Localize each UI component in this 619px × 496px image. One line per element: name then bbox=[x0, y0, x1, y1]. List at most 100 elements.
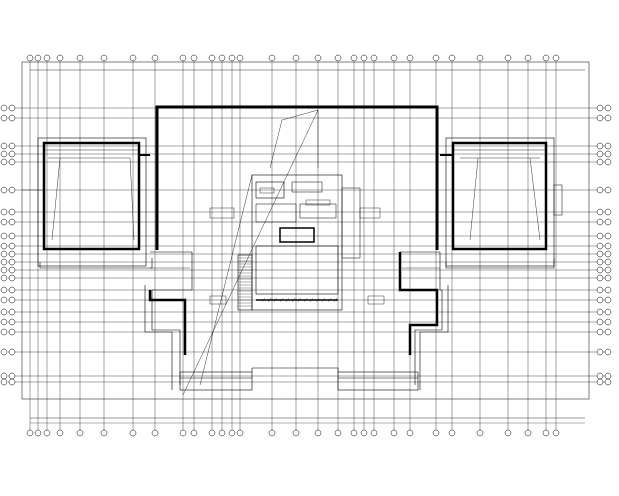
left-wing-walls bbox=[22, 137, 153, 269]
grid-bubble-top bbox=[218, 54, 226, 62]
grid-bubble-left bbox=[0, 250, 8, 258]
grid-bubble-left bbox=[0, 348, 8, 356]
grid-bubble-left bbox=[8, 158, 16, 166]
grid-bubble-right bbox=[596, 218, 604, 226]
grid-bubble-bottom bbox=[448, 429, 456, 437]
grid-bubble-right bbox=[604, 372, 612, 380]
sheet-border bbox=[21, 61, 590, 400]
grid-bubble-left bbox=[8, 104, 16, 112]
grid-bubble-bottom bbox=[552, 429, 560, 437]
grid-bubble-bottom bbox=[179, 429, 187, 437]
grid-bubble-right bbox=[596, 158, 604, 166]
grid-bubble-right bbox=[604, 158, 612, 166]
grid-bubble-right bbox=[596, 250, 604, 258]
grid-bubble-bottom bbox=[504, 429, 512, 437]
grid-bubble-top bbox=[552, 54, 560, 62]
grid-bubble-left bbox=[8, 328, 16, 336]
grid-bubble-left bbox=[8, 150, 16, 158]
top-grid-bubbles bbox=[26, 54, 560, 62]
grid-bubble-top bbox=[542, 54, 550, 62]
grid-bubble-top bbox=[292, 54, 300, 62]
grid-bubble-left bbox=[0, 372, 8, 380]
grid-bubble-bottom bbox=[228, 429, 236, 437]
grid-bubble-left bbox=[0, 150, 8, 158]
grid-bubble-top bbox=[129, 54, 137, 62]
grid-bubble-bottom bbox=[350, 429, 358, 437]
grid-bubble-top bbox=[504, 54, 512, 62]
bottom-grid-bubbles bbox=[26, 429, 560, 437]
grid-bubble-left bbox=[8, 186, 16, 194]
grid-bubble-top bbox=[236, 54, 244, 62]
grid-bubble-right bbox=[596, 258, 604, 266]
grid-bubble-left bbox=[8, 274, 16, 282]
grid-bubble-bottom bbox=[390, 429, 398, 437]
grid-bubble-left bbox=[0, 266, 8, 274]
grid-bubble-right bbox=[604, 308, 612, 316]
floor-hatch bbox=[333, 297, 338, 303]
grid-bubble-left bbox=[0, 378, 8, 386]
grid-bubble-bottom bbox=[370, 429, 378, 437]
grid-bubble-right bbox=[604, 328, 612, 336]
grid-bubble-left bbox=[8, 208, 16, 216]
grid-bubble-right bbox=[596, 142, 604, 150]
grid-bubble-right bbox=[596, 114, 604, 122]
grid-bubble-right bbox=[604, 142, 612, 150]
grid-bubble-right bbox=[596, 372, 604, 380]
grid-bubble-top bbox=[360, 54, 368, 62]
grid-bubble-bottom bbox=[151, 429, 159, 437]
grid-bubble-left bbox=[8, 142, 16, 150]
grid-bubble-top bbox=[350, 54, 358, 62]
grid-bubble-top bbox=[406, 54, 414, 62]
heavy-walls bbox=[155, 105, 439, 250]
lower-right-block bbox=[398, 251, 449, 390]
grid-bubble-top bbox=[208, 54, 216, 62]
grid-bubble-top bbox=[76, 54, 84, 62]
grid-bubble-top bbox=[26, 54, 34, 62]
grid-bubble-right bbox=[596, 328, 604, 336]
right-grid-bubbles bbox=[596, 104, 612, 386]
grid-bubble-top bbox=[190, 54, 198, 62]
grid-bubble-bottom bbox=[56, 429, 64, 437]
horizontal-grid-lines bbox=[8, 107, 605, 383]
grid-bubble-bottom bbox=[360, 429, 368, 437]
grid-bubble-bottom bbox=[334, 429, 342, 437]
grid-bubble-right bbox=[604, 242, 612, 250]
grid-bubble-top bbox=[448, 54, 456, 62]
grid-bubble-right bbox=[604, 186, 612, 194]
grid-bubble-left bbox=[8, 318, 16, 326]
grid-bubble-left bbox=[0, 242, 8, 250]
grid-bubble-right bbox=[604, 296, 612, 304]
grid-bubble-right bbox=[604, 348, 612, 356]
grid-bubble-top bbox=[334, 54, 342, 62]
grid-bubble-left bbox=[8, 348, 16, 356]
grid-bubble-right bbox=[596, 274, 604, 282]
grid-bubble-right bbox=[604, 208, 612, 216]
grid-bubble-bottom bbox=[34, 429, 42, 437]
floor-hatch bbox=[267, 297, 272, 303]
grid-bubble-bottom bbox=[218, 429, 226, 437]
grid-bubble-top bbox=[228, 54, 236, 62]
grid-bubble-bottom bbox=[100, 429, 108, 437]
grid-bubble-bottom bbox=[43, 429, 51, 437]
grid-bubble-top bbox=[151, 54, 159, 62]
grid-bubble-top bbox=[100, 54, 108, 62]
grid-bubble-left bbox=[0, 274, 8, 282]
grid-bubble-right bbox=[596, 266, 604, 274]
grid-bubble-left bbox=[8, 378, 16, 386]
grid-bubble-left bbox=[0, 158, 8, 166]
grid-bubble-left bbox=[8, 266, 16, 274]
lower-left-block bbox=[144, 251, 193, 390]
grid-bubble-right bbox=[596, 308, 604, 316]
floor-hatch bbox=[285, 297, 290, 303]
grid-bubble-bottom bbox=[268, 429, 276, 437]
grid-bubble-right bbox=[596, 186, 604, 194]
left-grid-bubbles bbox=[0, 104, 16, 386]
annotation-boxes bbox=[209, 187, 385, 305]
grid-bubble-left bbox=[8, 114, 16, 122]
grid-bubble-left bbox=[0, 114, 8, 122]
floor-hatch bbox=[321, 297, 326, 303]
grid-bubble-right bbox=[596, 242, 604, 250]
grid-bubble-right bbox=[604, 150, 612, 158]
